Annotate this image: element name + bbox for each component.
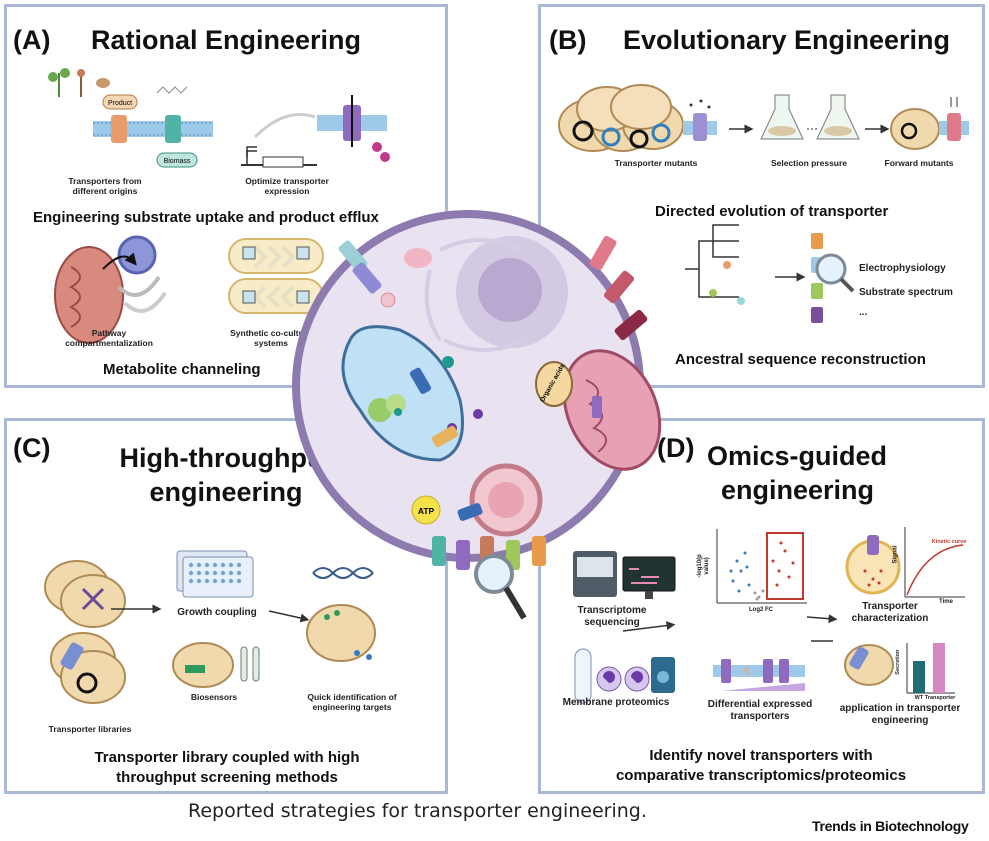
quick-identification-label: Quick identification of engineering targ… — [307, 692, 397, 712]
optimize-expression-label: Optimize transporter expression — [245, 176, 329, 196]
panel-a-title: Rational Engineering — [91, 25, 362, 55]
pathway-label: Pathway compartmentalization — [65, 328, 153, 348]
panel-high-throughput: (C) High-throughput engineering — [4, 418, 448, 794]
volcano-x-axis-label: Log2 FC — [749, 607, 773, 613]
panel-rational-engineering: (A) Rational Engineering Product Biomass — [4, 4, 448, 388]
bar-y-axis-label: Secretion — [894, 649, 901, 675]
differential-label: Differential expressed transporters — [707, 699, 813, 722]
panel-b-title: Evolutionary Engineering — [623, 25, 951, 55]
bar-x-axis-label: WT Transporter — [914, 695, 956, 701]
panel-a-letter: (A) — [13, 25, 51, 55]
application-label: application in transporter engineering — [839, 703, 961, 726]
panel-d-subtitle-2: comparative transcriptomics/proteomics — [615, 767, 907, 784]
transcriptome-label: Transcriptome sequencing — [577, 605, 647, 628]
signal-axis-label: Signal — [892, 545, 899, 564]
transporter-libraries-label: Transporter libraries — [48, 724, 132, 734]
panel-c-illustration — [44, 550, 376, 704]
growth-coupling-label: Growth coupling — [177, 607, 257, 618]
selection-pressure-label: Selection pressure — [770, 158, 848, 168]
panel-b-illustration — [558, 84, 969, 323]
panel-c-subtitle-2: throughput screening methods — [116, 769, 338, 786]
characterization-label: Transporter characterization — [851, 601, 929, 624]
ellipsis-label: ... — [859, 307, 868, 318]
journal-brand: Trends in Biotechnology — [812, 818, 969, 834]
substrate-spectrum-label: Substrate spectrum — [859, 287, 953, 298]
panel-a-subtitle-1: Engineering substrate uptake and product… — [33, 209, 379, 226]
panel-b-subtitle-2: Ancestral sequence reconstruction — [675, 351, 926, 368]
electrophysiology-label: Electrophysiology — [859, 263, 946, 274]
panel-a-subtitle-2: Metabolite channeling — [103, 361, 261, 378]
panel-b-subtitle-1: Directed evolution of transporter — [655, 203, 889, 220]
membrane-proteomics-label: Membrane proteomics — [562, 697, 670, 708]
panel-d-title-1: Omics-guided — [707, 441, 888, 471]
panel-omics-guided: (D) Omics-guided engineering — [538, 418, 985, 794]
forward-mutants-label: Forward mutants — [884, 158, 954, 168]
panel-d-title-2: engineering — [721, 475, 875, 505]
panel-c-subtitle-1: Transporter library coupled with high — [94, 749, 360, 766]
panel-c-letter: (C) — [13, 433, 51, 463]
time-axis-label: Time — [939, 599, 953, 605]
panel-evolutionary-engineering: (B) Evolutionary Engineering — [538, 4, 985, 388]
panel-d-subtitle-1: Identify novel transporters with — [649, 747, 873, 764]
coculture-label: Synthetic co-culture systems — [230, 328, 312, 348]
biosensors-label: Biosensors — [190, 692, 238, 702]
kinetic-curve-label: Kinetic curve — [931, 539, 967, 545]
panel-d-letter: (D) — [657, 433, 695, 463]
svg-text:Biomass: Biomass — [164, 158, 191, 165]
volcano-y-axis-label: -log10(p value) — [697, 554, 710, 578]
transporter-mutants-label: Transporter mutants — [614, 158, 698, 168]
figure-caption: Reported strategies for transporter engi… — [188, 800, 647, 822]
panel-b-letter: (B) — [549, 25, 587, 55]
panel-d-illustration — [573, 527, 965, 704]
svg-text:Product: Product — [108, 100, 132, 107]
transporters-origins-label: Transporters from different origins — [68, 176, 142, 196]
panel-c-title-2: engineering — [149, 477, 303, 507]
